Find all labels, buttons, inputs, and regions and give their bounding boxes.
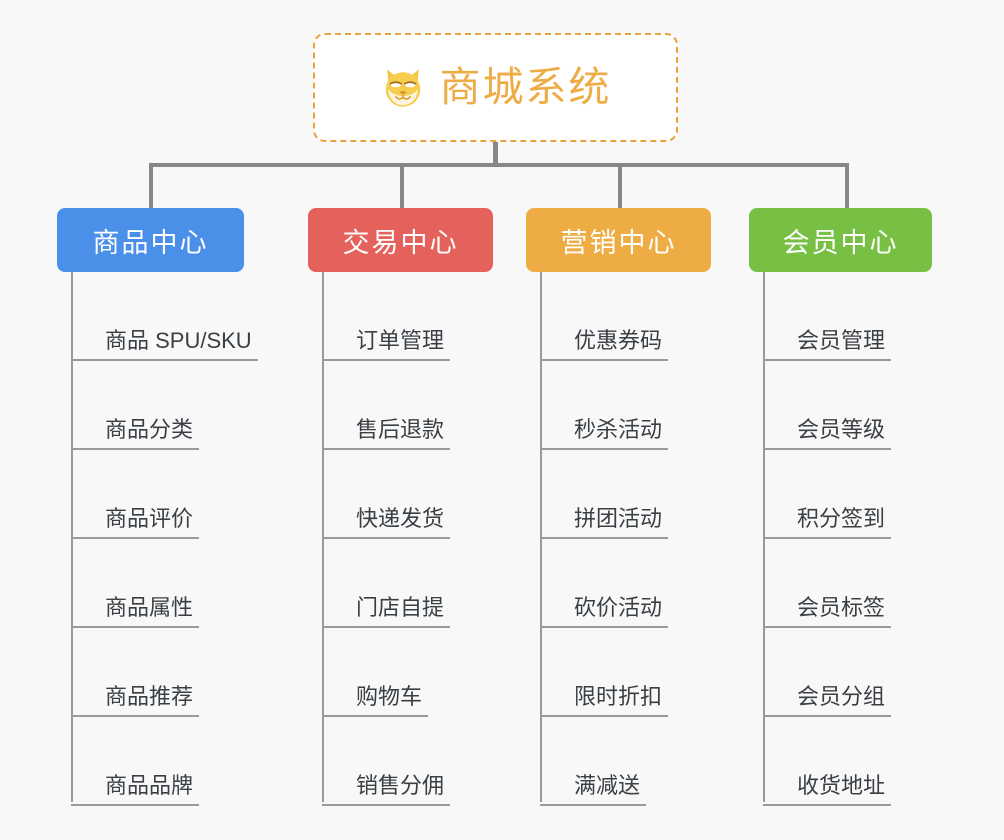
shiba-dog-icon [385, 68, 420, 107]
branch-header-3[interactable]: 营销中心 [526, 208, 711, 272]
leaf-item[interactable]: 商品属性 [57, 539, 244, 628]
leaf-item[interactable]: 商品品牌 [57, 717, 244, 806]
leaf-item[interactable]: 优惠券码 [526, 272, 711, 361]
connector-bar [149, 163, 849, 167]
leaf-item-label: 会员管理 [797, 327, 886, 353]
root-node-title: 商城系统 [439, 64, 612, 110]
leaf-list-3: 优惠券码 秒杀活动 拼团活动 砍价活动 限时折扣 满减送 [526, 272, 711, 806]
branch-header-2[interactable]: 交易中心 [308, 208, 493, 272]
leaf-item-label: 积分签到 [797, 505, 886, 531]
branch-header-label: 营销中心 [560, 227, 677, 258]
branch-header-label: 商品中心 [92, 227, 209, 258]
leaf-item-label: 会员等级 [797, 416, 886, 442]
branch-column-2: 交易中心 订单管理 售后退款 快递发货 门店自提 购物车 销售分佣 [308, 208, 493, 806]
leaf-item[interactable]: 快递发货 [308, 450, 493, 539]
leaf-item[interactable]: 秒杀活动 [526, 361, 711, 450]
connector-stem [493, 142, 498, 165]
root-node-shop-system[interactable]: 商城系统 [313, 33, 678, 142]
connector-drop-1 [149, 163, 153, 208]
leaf-item[interactable]: 销售分佣 [308, 717, 493, 806]
leaf-item-label: 满减送 [574, 772, 641, 798]
leaf-item-label: 商品分类 [105, 416, 194, 442]
branch-column-4: 会员中心 会员管理 会员等级 积分签到 会员标签 会员分组 收货地址 [749, 208, 932, 806]
leaf-item-label: 砍价活动 [574, 594, 663, 620]
leaf-item[interactable]: 商品推荐 [57, 628, 244, 717]
leaf-list-2: 订单管理 售后退款 快递发货 门店自提 购物车 销售分佣 [308, 272, 493, 806]
leaf-item-label: 订单管理 [356, 327, 445, 353]
leaf-item[interactable]: 订单管理 [308, 272, 493, 361]
leaf-item-label: 销售分佣 [356, 772, 445, 798]
leaf-item[interactable]: 会员管理 [749, 272, 932, 361]
leaf-item[interactable]: 会员分组 [749, 628, 932, 717]
leaf-item-label: 拼团活动 [574, 505, 663, 531]
leaf-item[interactable]: 售后退款 [308, 361, 493, 450]
branch-header-label: 会员中心 [782, 227, 899, 258]
leaf-item-label: 商品推荐 [105, 683, 194, 709]
leaf-item-label: 快递发货 [356, 505, 445, 531]
leaf-item[interactable]: 拼团活动 [526, 450, 711, 539]
leaf-list-4: 会员管理 会员等级 积分签到 会员标签 会员分组 收货地址 [749, 272, 932, 806]
branch-column-3: 营销中心 优惠券码 秒杀活动 拼团活动 砍价活动 限时折扣 满减送 [526, 208, 711, 806]
leaf-item-label: 会员标签 [797, 594, 886, 620]
leaf-item[interactable]: 商品 SPU/SKU [57, 272, 258, 361]
leaf-item-label: 优惠券码 [574, 327, 663, 353]
leaf-item[interactable]: 砍价活动 [526, 539, 711, 628]
branch-header-1[interactable]: 商品中心 [57, 208, 244, 272]
leaf-item-label: 会员分组 [797, 683, 886, 709]
leaf-item[interactable]: 购物车 [308, 628, 493, 717]
leaf-item[interactable]: 满减送 [526, 717, 711, 806]
leaf-item-label: 收货地址 [797, 772, 886, 798]
leaf-item-label: 秒杀活动 [574, 416, 663, 442]
connector-drop-3 [618, 163, 622, 208]
leaf-item[interactable]: 限时折扣 [526, 628, 711, 717]
leaf-item[interactable]: 会员标签 [749, 539, 932, 628]
branch-header-4[interactable]: 会员中心 [749, 208, 932, 272]
leaf-item[interactable]: 商品分类 [57, 361, 244, 450]
leaf-item-label: 购物车 [356, 683, 423, 709]
leaf-item-label: 商品 SPU/SKU [105, 327, 252, 353]
leaf-item-label: 商品评价 [105, 505, 194, 531]
leaf-item[interactable]: 商品评价 [57, 450, 244, 539]
leaf-item[interactable]: 积分签到 [749, 450, 932, 539]
connector-drop-4 [845, 163, 849, 208]
leaf-item[interactable]: 门店自提 [308, 539, 493, 628]
leaf-item-label: 商品品牌 [105, 772, 194, 798]
branch-header-label: 交易中心 [342, 227, 459, 258]
leaf-item-label: 限时折扣 [574, 683, 663, 709]
connector-drop-2 [400, 163, 404, 208]
leaf-item-label: 售后退款 [356, 416, 445, 442]
leaf-item-label: 商品属性 [105, 594, 194, 620]
leaf-item-label: 门店自提 [356, 594, 445, 620]
leaf-item[interactable]: 收货地址 [749, 717, 932, 806]
leaf-list-1: 商品 SPU/SKU 商品分类 商品评价 商品属性 商品推荐 商品品牌 [57, 272, 258, 806]
branch-column-1: 商品中心 商品 SPU/SKU 商品分类 商品评价 商品属性 商品推荐 商品品牌 [57, 208, 258, 806]
leaf-item[interactable]: 会员等级 [749, 361, 932, 450]
